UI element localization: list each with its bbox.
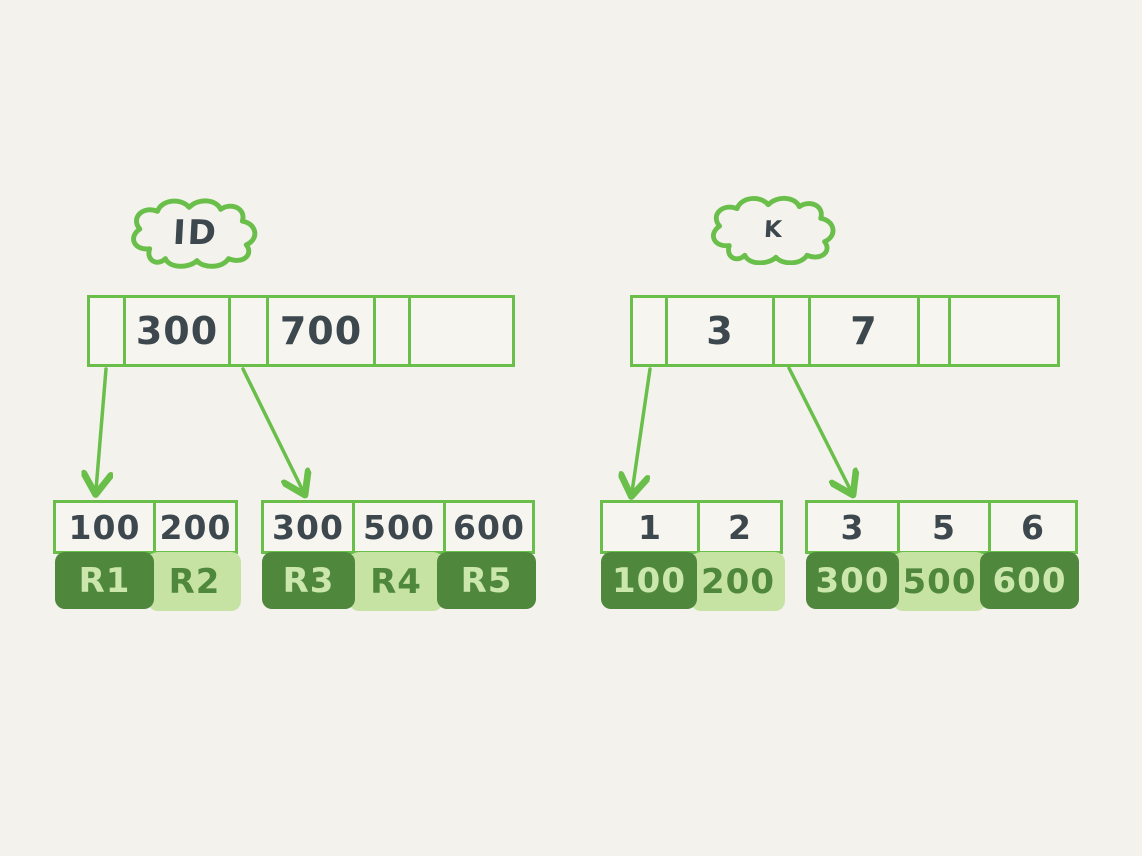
key-cell: 300	[264, 503, 355, 551]
key-cell: 3	[668, 298, 775, 364]
pointer-cell	[231, 298, 269, 364]
id-index-cloud: ID	[126, 196, 264, 270]
k-leaf1-keys: 1 2	[600, 500, 783, 554]
id-leaf2-keys: 300 500 600	[261, 500, 535, 554]
k-root-node: 3 7	[630, 295, 1060, 367]
k-leaf2-records: 300 500 600	[806, 552, 1079, 612]
pointer-cell	[90, 298, 126, 364]
record-cell: 600	[980, 552, 1079, 609]
key-cell: 7	[811, 298, 920, 364]
record-cell: R2	[148, 552, 241, 612]
record-cell: R3	[262, 552, 355, 609]
key-cell: 1	[603, 503, 700, 551]
record-cell: 200	[691, 552, 785, 612]
pointer-cell	[633, 298, 668, 364]
record-cell: 100	[601, 552, 697, 609]
key-cell: 600	[453, 507, 525, 547]
key-cell: 5	[900, 503, 991, 551]
record-cell: R5	[437, 552, 536, 609]
key-cell: 700	[269, 298, 376, 364]
key-cell: 300	[126, 298, 231, 364]
empty-cell	[411, 298, 512, 364]
k-index-cloud: K	[704, 195, 844, 265]
key-cell: 3	[808, 503, 900, 551]
key-cell: 6	[1021, 507, 1045, 547]
record-cell: 300	[806, 552, 899, 609]
pointer-cell	[920, 298, 951, 364]
pointer-cell	[376, 298, 411, 364]
pointer-cell	[775, 298, 811, 364]
id-cloud-label: ID	[171, 213, 219, 253]
id-root-node: 300 700	[87, 295, 515, 367]
id-leaf1-keys: 100 200	[53, 500, 238, 554]
id-leaf2-records: R3 R4 R5	[262, 552, 536, 612]
key-cell: 200	[159, 507, 232, 547]
k-cloud-label: K	[763, 217, 785, 243]
arrow-k-root-to-leaf2	[787, 366, 851, 491]
key-cell: 100	[56, 503, 156, 551]
cloud-icon	[131, 198, 258, 269]
arrow-k-root-to-leaf1	[632, 367, 652, 492]
arrow-id-root-to-leaf2	[241, 367, 303, 491]
key-cell: 2	[728, 507, 752, 547]
key-cell: 500	[355, 503, 446, 551]
cloud-icon	[711, 195, 836, 265]
arrow-id-root-to-leaf1	[96, 367, 106, 490]
record-cell: 500	[893, 552, 986, 612]
empty-cell	[951, 298, 1057, 364]
k-leaf2-keys: 3 5 6	[805, 500, 1078, 554]
id-leaf1-records: R1 R2	[55, 552, 241, 612]
record-cell: R4	[349, 552, 443, 612]
k-leaf1-records: 100 200	[601, 552, 785, 612]
record-cell: R1	[55, 552, 154, 609]
